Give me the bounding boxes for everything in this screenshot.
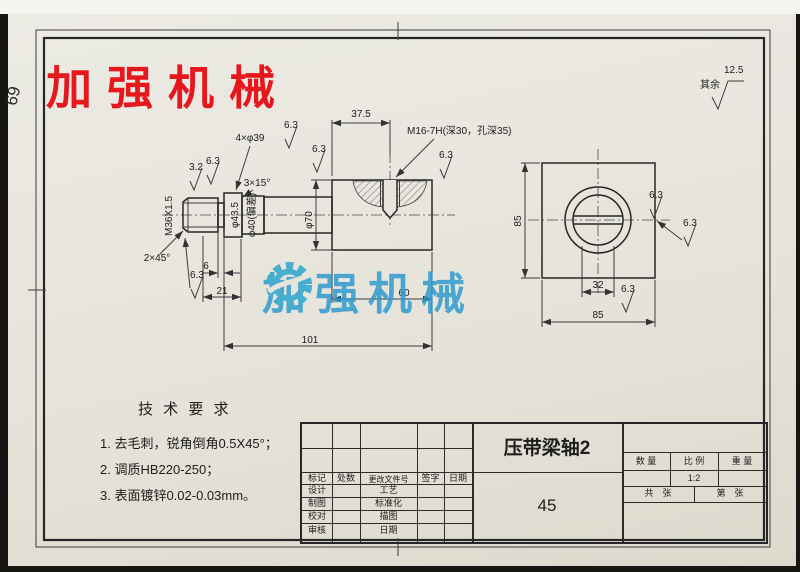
company-logo-text: 加强机械 [46, 62, 290, 114]
tb-weight-label: 重 量 [731, 456, 753, 466]
tb-row-standard: 标准化 [374, 498, 402, 508]
tb-line [622, 486, 766, 487]
gear-icon [265, 261, 313, 309]
tb-row-audit: 审核 [307, 525, 326, 535]
tb-header-date: 日期 [448, 473, 467, 483]
ra-63-d: 6.3 [439, 150, 453, 161]
dim-40: φ40(偏差) [245, 193, 258, 237]
tb-row-trace: 描图 [379, 511, 398, 521]
tb-line [417, 424, 418, 542]
tb-row-process: 工艺 [379, 485, 398, 495]
material: 45 [537, 496, 557, 515]
technical-requirements: 技 术 要 求 1. 去毛刺，锐角倒角0.5X45°； 2. 调质HB220-2… [100, 398, 320, 509]
side-view [541, 162, 656, 279]
tb-line [444, 424, 445, 542]
part-name: 压带梁轴2 [503, 438, 591, 459]
dim-thread: M36X1.5 [164, 196, 175, 236]
tb-line [472, 424, 474, 542]
corner-ra: 12.5 [724, 65, 744, 76]
dim-3x15: 3×15° [244, 178, 271, 189]
dim-21: 21 [216, 286, 228, 297]
tb-line [332, 424, 333, 542]
hole-spec: M16-7H(深30，孔深35) [407, 125, 511, 137]
dim-4x39: 4×φ39 [235, 133, 264, 144]
ra-63-b: 6.3 [284, 120, 298, 131]
ra-63-f: 6.3 [649, 190, 663, 201]
front-view [182, 179, 433, 251]
tb-line [302, 484, 472, 485]
tech-item-1: 1. 去毛刺，锐角倒角0.5X45°； [100, 436, 278, 451]
dim-375: 37.5 [351, 109, 371, 120]
ra-63-h: 6.3 [621, 284, 635, 295]
ra-63-g: 6.3 [683, 218, 697, 229]
tb-scale-value: 1:2 [687, 473, 701, 483]
tb-line [670, 452, 671, 486]
dimension-lines [202, 119, 656, 351]
tb-header-count: 处数 [336, 473, 355, 483]
dim-32: 32 [592, 280, 604, 291]
ra-32: 3.2 [189, 162, 203, 173]
ra-63-a: 6.3 [206, 156, 220, 167]
dim-6: 6 [203, 261, 209, 272]
tb-line [360, 424, 361, 542]
tb-sheet-no: 第 张 [716, 488, 744, 498]
tb-row-date: 日期 [379, 525, 398, 535]
tb-header-doc: 更改文件号 [368, 475, 409, 484]
tb-qty-label: 数 量 [635, 456, 657, 466]
tb-line [622, 452, 766, 453]
dim-101: 101 [302, 335, 319, 346]
tb-scale-label: 比 例 [683, 456, 705, 466]
tech-item-2: 2. 调质HB220-250； [100, 462, 220, 477]
tech-item-3: 3. 表面镀锌0.02-0.03mm。 [100, 488, 257, 503]
leader-lines [159, 138, 683, 289]
tb-line [302, 448, 472, 449]
tb-line [302, 523, 472, 524]
tb-row-check: 校对 [307, 511, 326, 521]
tb-line [622, 470, 766, 471]
drawing-sheet [8, 14, 796, 566]
tb-line [302, 497, 472, 498]
sheet-frame [28, 22, 771, 556]
tb-line [302, 472, 472, 473]
tb-line [622, 502, 766, 503]
dim-70: φ70 [304, 211, 315, 229]
dim-85v: 85 [513, 215, 524, 227]
tb-line [694, 486, 695, 502]
tb-row-design: 设计 [307, 485, 326, 495]
title-block: 标记 处数 更改文件号 签字 日期 设计 工艺 制图 标准化 校对 描图 审核 … [300, 422, 768, 544]
watermark: 加强机械 [262, 258, 474, 322]
ra-63-c: 6.3 [312, 144, 326, 155]
roughness-symbols [189, 80, 744, 314]
dim-2x45: 2×45° [144, 253, 171, 264]
tb-line [302, 510, 472, 511]
tb-line [472, 472, 622, 473]
dim-85h: 85 [592, 310, 604, 321]
dim-60: 60 [398, 288, 410, 299]
corner-label: 其余 [700, 78, 720, 91]
scanner-edge [0, 0, 800, 14]
tb-line [718, 452, 719, 486]
tb-line [622, 424, 624, 542]
dim-435: φ43.5 [230, 202, 241, 228]
tb-header-mark: 标记 [307, 473, 326, 483]
tb-sheets: 共 张 [644, 488, 672, 498]
ra-63-e: 6.3 [190, 270, 204, 281]
tech-title: 技 术 要 求 [138, 401, 232, 418]
tb-row-draft: 制图 [307, 498, 326, 508]
tb-header-sign: 签字 [421, 473, 440, 483]
annotations: 37.5 M16-7H(深30，孔深35) 4×φ39 3.2 6.3 6.3 … [144, 65, 744, 346]
